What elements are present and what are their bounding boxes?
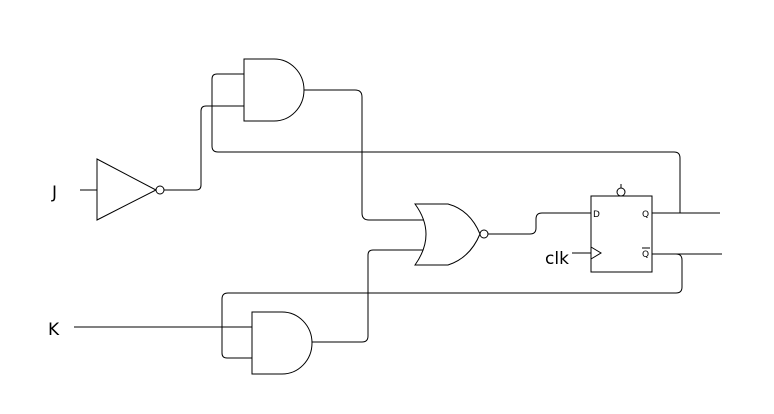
pin-label-q: Q: [642, 210, 649, 220]
and-gate-top: [243, 58, 305, 122]
input-label-j: J: [51, 183, 57, 203]
wire-top-and-to-nor: [304, 89, 425, 221]
nor-gate: [414, 203, 481, 266]
input-label-k: K: [48, 320, 60, 340]
not-gate-bubble: [155, 185, 165, 195]
flip-flop-preset-bubble: [616, 187, 626, 197]
clock-label: clk: [545, 249, 569, 269]
wire-nor-to-d: [488, 212, 591, 235]
d-flip-flop: [590, 195, 653, 273]
wire-qbar-feedback-to-bottom-and: [221, 253, 683, 359]
and-gate-bottom: [251, 311, 313, 375]
nor-gate-bubble: [479, 229, 489, 239]
flip-flop-clock-triangle: [590, 246, 602, 260]
wire-q-feedback-to-top-and: [211, 73, 681, 213]
pin-label-d: D: [593, 210, 600, 220]
wire-inverter-to-top-and: [164, 105, 244, 191]
not-gate: [96, 158, 158, 221]
pin-label-qbar: Q: [642, 250, 649, 260]
wire-bottom-and-to-nor: [312, 249, 425, 343]
